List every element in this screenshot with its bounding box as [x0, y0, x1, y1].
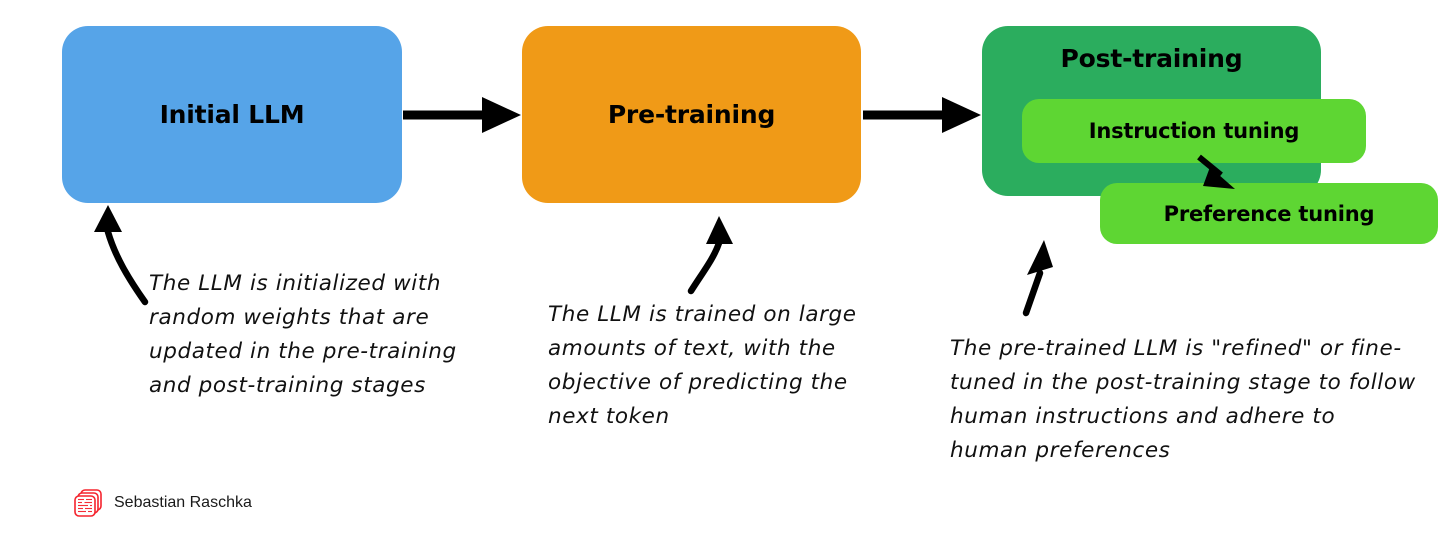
note-arrow-initial-llm — [94, 205, 149, 306]
connector-pretraining-to-posttraining-arrow — [863, 97, 981, 133]
annotation-post-training: The pre-trained LLM is "refined" or fine… — [950, 336, 1416, 463]
annotation-initial-llm: The LLM is initialized with random weigh… — [149, 271, 457, 398]
stage-box-pre-training[interactable]: Pre-training — [522, 26, 861, 203]
annotation-pre-training: The LLM is trained on large amounts of t… — [548, 302, 857, 429]
substage-label-preference-tuning: Preference tuning — [1163, 201, 1375, 226]
stage-label-pre-training: Pre-training — [607, 100, 776, 129]
note-arrow-post-training — [1022, 240, 1053, 317]
connector-initial-to-pretraining-arrow — [403, 97, 521, 133]
stacked-cards-icon — [72, 487, 104, 519]
substage-label-instruction-tuning: Instruction tuning — [1088, 119, 1300, 143]
note-arrow-pre-training — [687, 216, 733, 295]
substage-box-instruction-tuning[interactable]: Instruction tuning — [1022, 99, 1366, 163]
stage-box-initial-llm[interactable]: Initial LLM — [62, 26, 402, 203]
substage-box-preference-tuning[interactable]: Preference tuning — [1100, 183, 1438, 244]
author-name: Sebastian Raschka — [114, 494, 252, 511]
author-signature: Sebastian Raschka — [72, 487, 252, 519]
stage-label-post-training: Post-training — [1060, 44, 1243, 73]
stage-label-initial-llm: Initial LLM — [159, 100, 305, 129]
